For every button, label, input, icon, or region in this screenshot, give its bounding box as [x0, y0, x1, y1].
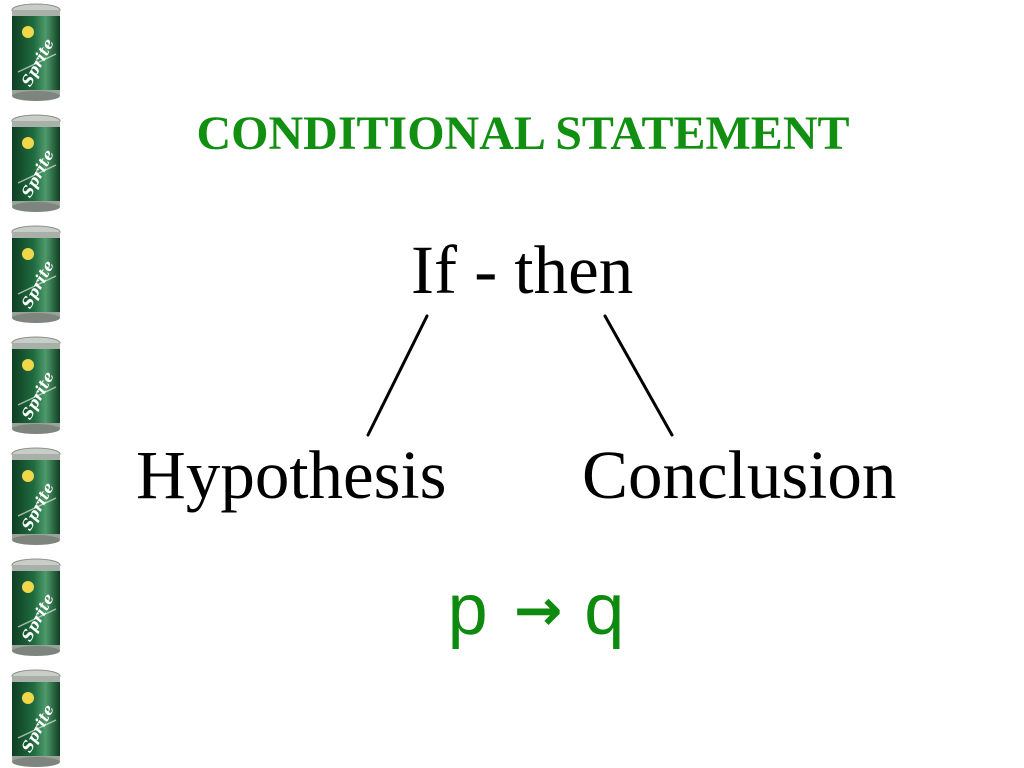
- soda-can-icon: Sprite: [6, 668, 66, 768]
- hypothesis-label: Hypothesis: [136, 437, 447, 513]
- soda-can-icon: Sprite: [6, 335, 66, 437]
- soda-can-icon: Sprite: [6, 2, 66, 104]
- branch-line-conclusion: [603, 314, 674, 437]
- branch-line-hypothesis: [366, 314, 429, 437]
- statement-form: If - then: [411, 232, 634, 308]
- notation-q: q: [584, 570, 625, 650]
- symbolic-notation: p → q: [0, 568, 1024, 652]
- soda-can-icon: Sprite: [6, 224, 66, 326]
- conclusion-label: Conclusion: [582, 437, 897, 513]
- soda-can-icon: Sprite: [6, 557, 66, 659]
- soda-can-icon: Sprite: [6, 446, 66, 548]
- slide-title: CONDITIONAL STATEMENT: [196, 107, 850, 160]
- soda-can-icon: Sprite: [6, 113, 66, 215]
- notation-p: p: [447, 570, 488, 650]
- implies-arrow-icon: →: [513, 576, 563, 644]
